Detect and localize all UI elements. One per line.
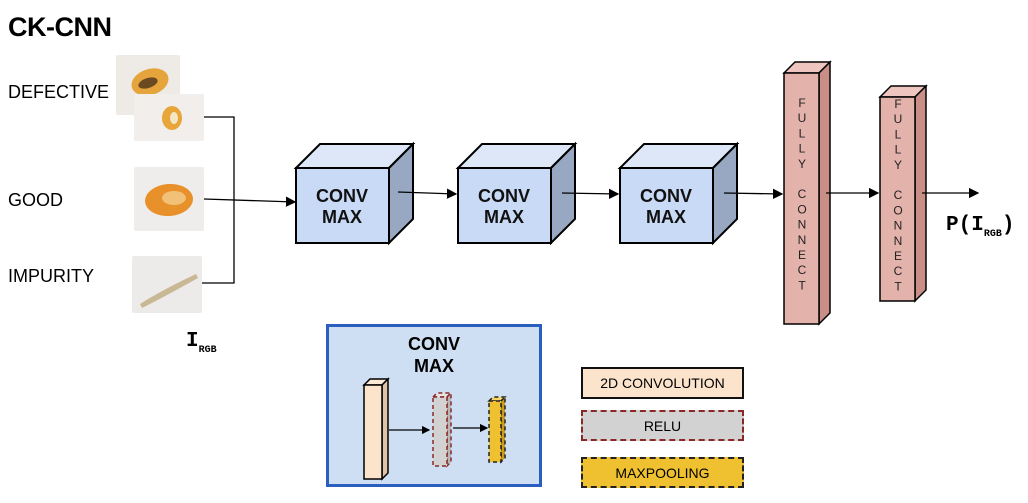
legend-relu: RELU: [581, 410, 744, 441]
fc2-letter: L: [895, 143, 902, 157]
arrow-2-3: [561, 188, 620, 200]
inset-relu-layer: [431, 391, 453, 468]
output-label: P(IRGB): [946, 214, 1015, 240]
inset-diagram: [362, 377, 507, 481]
input-bracket: [202, 116, 297, 284]
block-3-line1: CONV: [640, 186, 692, 206]
conv-max-block-3: CONV MAX: [617, 141, 740, 246]
fc2-letter: T: [894, 279, 902, 293]
fc1-letter: U: [798, 111, 807, 125]
conv-max-detail-panel: CONV MAX: [326, 324, 542, 487]
fc1-letter: N: [798, 218, 807, 232]
fc2-letter: O: [893, 203, 902, 217]
block-2-line1: CONV: [478, 186, 530, 206]
fc2-letter: E: [894, 249, 902, 263]
class-label-impurity: IMPURITY: [8, 266, 95, 286]
fc1-letter: F: [798, 96, 805, 110]
fc1-letter: T: [798, 278, 806, 292]
fc1-letter: L: [799, 142, 806, 156]
fc1-letter: C: [798, 263, 807, 277]
fc1-letter: L: [799, 126, 806, 140]
block-1-line2: MAX: [322, 207, 362, 227]
defective-sample-image-2: [134, 94, 204, 141]
conv-max-block-2: CONV MAX: [455, 141, 578, 246]
arrow-1-2: [397, 188, 458, 199]
input-label: IRGB: [186, 330, 217, 356]
block-1-line1: CONV: [316, 186, 368, 206]
fc2-letter: C: [894, 188, 903, 202]
fc2-letter: U: [894, 112, 903, 126]
diagram-title: CK-CNN: [8, 12, 112, 42]
fc2-letter: N: [894, 219, 903, 233]
fc1-letter: C: [798, 187, 807, 201]
fc1-letter: Y: [798, 157, 806, 171]
arrow-3-fc1: [723, 188, 784, 200]
conv-max-block-1: CONV MAX: [293, 141, 416, 246]
class-label-defective: DEFECTIVE: [8, 82, 110, 102]
fc2-letter: Y: [894, 158, 902, 172]
block-2-line2: MAX: [484, 207, 524, 227]
inset-title: CONV MAX: [407, 334, 460, 376]
legend-2d-convolution: 2D CONVOLUTION: [581, 367, 744, 399]
block-3-line2: MAX: [646, 207, 686, 227]
fc1-letter: N: [798, 233, 807, 247]
inset-maxpool-layer: [487, 395, 507, 464]
legend-maxpooling: MAXPOOLING: [581, 457, 744, 488]
fc2-letter: L: [895, 127, 902, 141]
class-label-good: GOOD: [8, 190, 64, 210]
inset-conv-layer: [362, 377, 390, 481]
fc1-letter: O: [797, 202, 806, 216]
fc2-letter: F: [894, 97, 901, 111]
impurity-sample-image: [132, 256, 202, 313]
good-sample-image: [134, 167, 204, 231]
fc2-letter: N: [894, 234, 903, 248]
fc2-letter: C: [894, 264, 903, 278]
fc1-letter: E: [798, 248, 806, 262]
